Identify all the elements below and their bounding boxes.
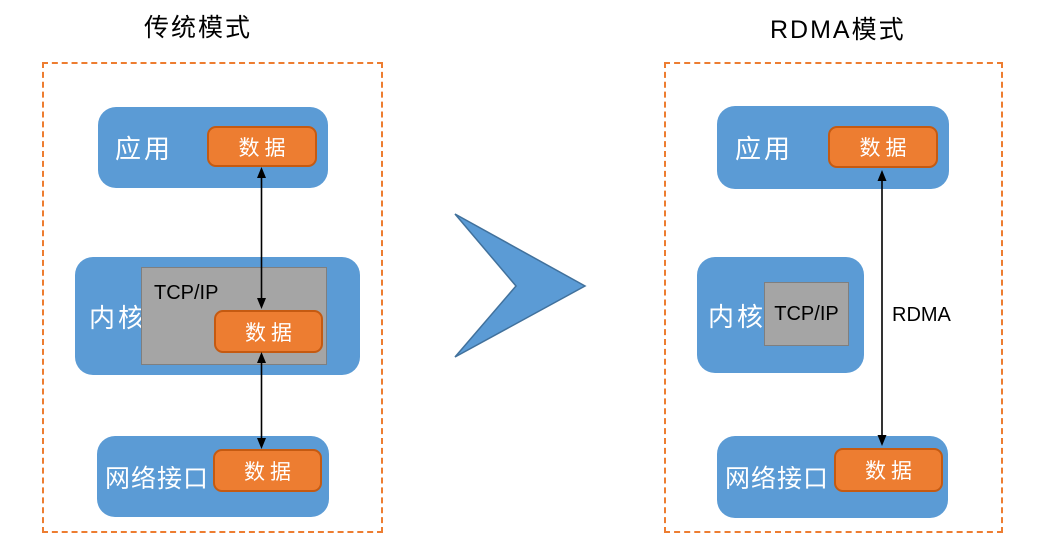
left-nic-label: 网络接口 bbox=[105, 464, 210, 493]
rdma-arrow-label: RDMA bbox=[892, 304, 951, 326]
right-app-label: 应用 bbox=[735, 134, 794, 164]
right-panel-dashed-frame bbox=[664, 62, 1003, 533]
left-panel-dashed-frame bbox=[42, 62, 383, 533]
left-kernel-data-badge: 数据 bbox=[214, 310, 323, 353]
transform-chevron-icon bbox=[454, 213, 587, 358]
left-kernel-box: 内核 TCP/IP 数据 bbox=[75, 257, 360, 375]
right-kernel-label: 内核 bbox=[708, 301, 767, 332]
left-app-data-badge: 数据 bbox=[207, 126, 317, 167]
right-tcpip-label: TCP/IP bbox=[774, 302, 839, 325]
left-app-label: 应用 bbox=[115, 134, 174, 164]
right-tcpip-box: TCP/IP bbox=[764, 282, 849, 346]
right-app-data-badge: 数据 bbox=[828, 126, 938, 168]
left-tcpip-label: TCP/IP bbox=[154, 282, 219, 304]
right-nic-box: 网络接口 数据 bbox=[717, 436, 948, 518]
right-nic-label: 网络接口 bbox=[725, 465, 830, 493]
left-panel-title: 传统模式 bbox=[144, 15, 253, 42]
right-kernel-box: 内核 TCP/IP bbox=[697, 257, 864, 373]
left-tcpip-box: TCP/IP 数据 bbox=[141, 267, 327, 365]
right-app-box: 应用 数据 bbox=[717, 106, 949, 189]
right-panel-title: RDMA模式 bbox=[770, 16, 906, 44]
left-nic-data-badge: 数据 bbox=[213, 449, 322, 492]
left-kernel-label: 内核 bbox=[89, 302, 148, 333]
right-nic-data-badge: 数据 bbox=[834, 448, 943, 492]
left-app-box: 应用 数据 bbox=[98, 107, 328, 188]
left-nic-box: 网络接口 数据 bbox=[97, 436, 329, 517]
